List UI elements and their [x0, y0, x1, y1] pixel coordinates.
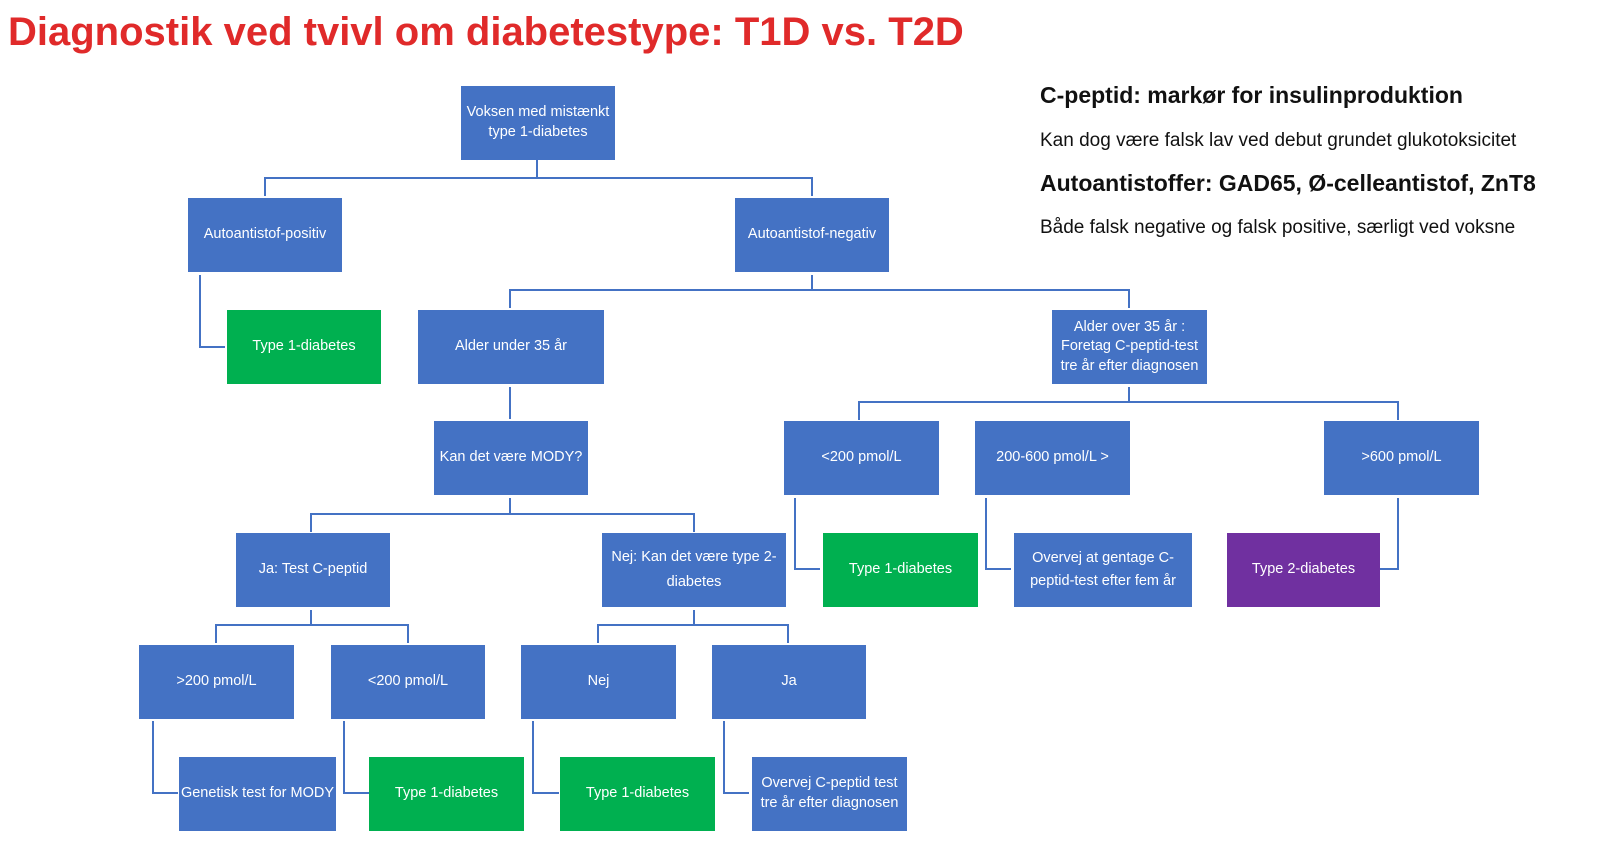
node-autoantibody-negative: Autoantistof-negativ	[735, 198, 889, 272]
node-genetic-test: Genetisk test for MODY	[179, 757, 336, 831]
node-age-over-35: Alder over 35 år : Foretag C-peptid-test…	[1052, 310, 1207, 384]
connector-low-t1d	[343, 721, 369, 794]
node-type2-yes: Ja	[712, 645, 866, 719]
connector-pos-t1d	[199, 275, 225, 348]
cpeptide-note: Kan dog være falsk lav ved debut grundet…	[1040, 130, 1517, 151]
connector-overhigh-t2d	[1379, 498, 1399, 570]
cpeptide-heading: C-peptid: markør for insulinproduktion	[1040, 82, 1463, 108]
node-age-under-35: Alder under 35 år	[418, 310, 604, 384]
node-root: Voksen med mistænkt type 1-diabetes	[461, 86, 615, 160]
autoantibody-heading: Autoantistoffer: GAD65, Ø-celleantistof,…	[1040, 170, 1536, 196]
node-type1-nej: Type 1-diabetes	[560, 757, 715, 831]
node-type2-no: Nej	[521, 645, 676, 719]
page-title: Diagnostik ved tvivl om diabetestype: T1…	[8, 10, 964, 54]
node-type1-positive: Type 1-diabetes	[227, 310, 381, 384]
connector-high-genetic	[152, 721, 178, 794]
autoantibody-note: Både falsk negative og falsk positive, s…	[1040, 217, 1516, 238]
node-retest-three-years: Overvej C-peptid test tre år efter diagn…	[752, 757, 907, 831]
connector-overlow-t1d	[794, 498, 820, 570]
node-retest-five-years: Overvej at gentage C-peptid-test efter f…	[1014, 533, 1192, 607]
connector-ja-retest	[723, 721, 749, 794]
connector-overmid-retest	[985, 498, 1011, 570]
connector-over-children	[858, 387, 1399, 420]
connector-nej-t1d	[532, 721, 559, 794]
node-mody-no: Nej: Kan det være type 2-diabetes	[602, 533, 786, 607]
connector-root-children	[264, 160, 813, 196]
node-mody-yes: Ja: Test C-peptid	[236, 533, 390, 607]
connector-no-children	[597, 610, 789, 643]
node-type1-over: Type 1-diabetes	[823, 533, 978, 607]
node-type1-low: Type 1-diabetes	[369, 757, 524, 831]
node-cpeptide-high: >200 pmol/L	[139, 645, 294, 719]
connector-mody-children	[310, 498, 695, 532]
node-autoantibody-positive: Autoantistof-positiv	[188, 198, 342, 272]
node-type2-diabetes: Type 2-diabetes	[1227, 533, 1380, 607]
node-over-below-200: <200 pmol/L	[784, 421, 939, 495]
node-mody-question: Kan det være MODY?	[434, 421, 588, 495]
connector-neg-children	[509, 275, 1130, 308]
node-cpeptide-low: <200 pmol/L	[331, 645, 485, 719]
node-over-200-600: 200-600 pmol/L >	[975, 421, 1130, 495]
node-over-above-600: >600 pmol/L	[1324, 421, 1479, 495]
connector-yes-children	[215, 610, 409, 643]
